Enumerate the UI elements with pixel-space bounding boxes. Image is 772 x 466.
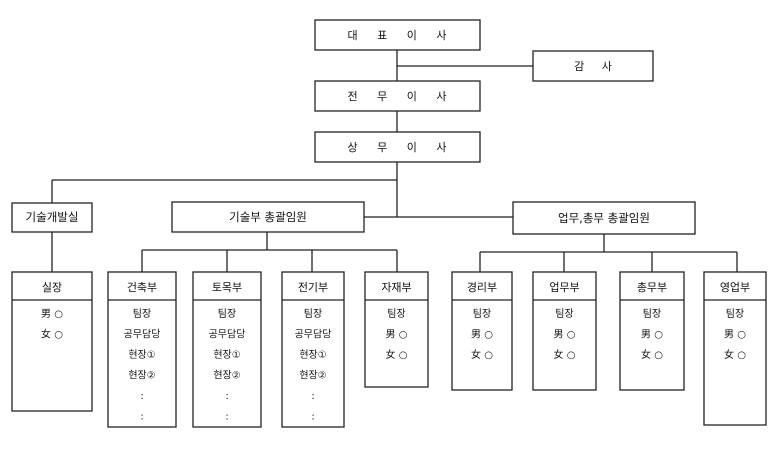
dept-member-item: 男 ○ [554, 329, 576, 341]
dept-member-item: 팀장 [133, 308, 151, 320]
dept-name: 토목부 [212, 281, 242, 294]
senior-managing-box: 전 무 이 사 [314, 80, 481, 112]
tech-division-box: 기술부 총괄임원 [171, 201, 365, 233]
senior-managing-label: 전 무 이 사 [348, 90, 455, 103]
dept-member-item: 女 ○ [724, 348, 746, 361]
dept-member-item: : [311, 391, 314, 402]
dept-member-item: 男 ○ [724, 329, 746, 341]
dept-member-item: 공무담당 [124, 329, 161, 341]
dept-member-item: 女 ○ [554, 348, 576, 361]
dept-member-item: 팀장 [218, 308, 236, 320]
dept-box: 실장 男 ○ 女 ○ [11, 271, 93, 412]
dept-member-item: 팀장 [726, 308, 744, 320]
dept-member-item: 현장① [213, 349, 240, 361]
tech-division-label: 기술부 총괄임원 [229, 210, 307, 224]
auditor-box: 감 사 [532, 50, 654, 82]
dept-name: 경리부 [467, 281, 497, 294]
dept-name: 총무부 [637, 281, 667, 294]
dept-name: 자재부 [381, 281, 411, 294]
dept-member-item: 女 ○ [386, 348, 408, 361]
dept-member-item: : [311, 412, 314, 423]
dept-member-item: 女 ○ [41, 328, 63, 341]
admin-division-label: 업무,총무 총괄임원 [558, 211, 650, 225]
auditor-label: 감 사 [574, 60, 612, 73]
dept-member-item: 현장② [128, 370, 155, 382]
department-boxes: 실장男 ○女 ○건축부팀장공무담당현장①현장②::토목부팀장공무담당현장①현장②… [11, 271, 767, 428]
dept-member-item: : [140, 391, 143, 402]
ceo-box: 대 표 이 사 [314, 19, 481, 51]
dept-name: 전기부 [298, 281, 328, 294]
dept-member-item: 男 ○ [41, 308, 63, 320]
dept-member-item: 팀장 [387, 308, 405, 320]
dept-member-item: 男 ○ [386, 329, 408, 341]
dept-member-item: 팀장 [304, 308, 322, 320]
managing-box: 상 무 이 사 [314, 131, 481, 163]
dept-member-item: 현장② [299, 370, 326, 382]
dept-member-item: 현장① [128, 349, 155, 361]
dept-name: 건축부 [127, 281, 157, 294]
dept-member-item: 팀장 [555, 308, 573, 320]
dept-member-item: 현장② [213, 370, 240, 382]
dept-member-item: : [225, 412, 228, 423]
dept-member-item: 팀장 [473, 308, 491, 320]
dept-member-item: : [225, 391, 228, 402]
dept-member-item: 현장① [299, 349, 326, 361]
dept-member-item: 男 ○ [471, 329, 493, 341]
dept-name: 실장 [42, 281, 62, 294]
rnd-label: 기술개발실 [26, 210, 79, 224]
dept-member-item: 공무담당 [295, 329, 332, 341]
dept-name: 업무부 [549, 281, 579, 294]
rnd-box: 기술개발실 [11, 202, 93, 233]
dept-member-item: 女 ○ [471, 348, 493, 361]
dept-member-item: 공무담당 [209, 329, 246, 341]
dept-name: 영업부 [720, 281, 750, 294]
dept-member-item: 팀장 [643, 308, 661, 320]
managing-label: 상 무 이 사 [348, 141, 455, 154]
dept-member-item: 女 ○ [641, 348, 663, 361]
ceo-label: 대 표 이 사 [348, 29, 455, 42]
admin-division-box: 업무,총무 총괄임원 [512, 201, 696, 235]
dept-member-item: : [140, 412, 143, 423]
connectors [51, 50, 738, 272]
dept-member-item: 男 ○ [641, 329, 663, 341]
